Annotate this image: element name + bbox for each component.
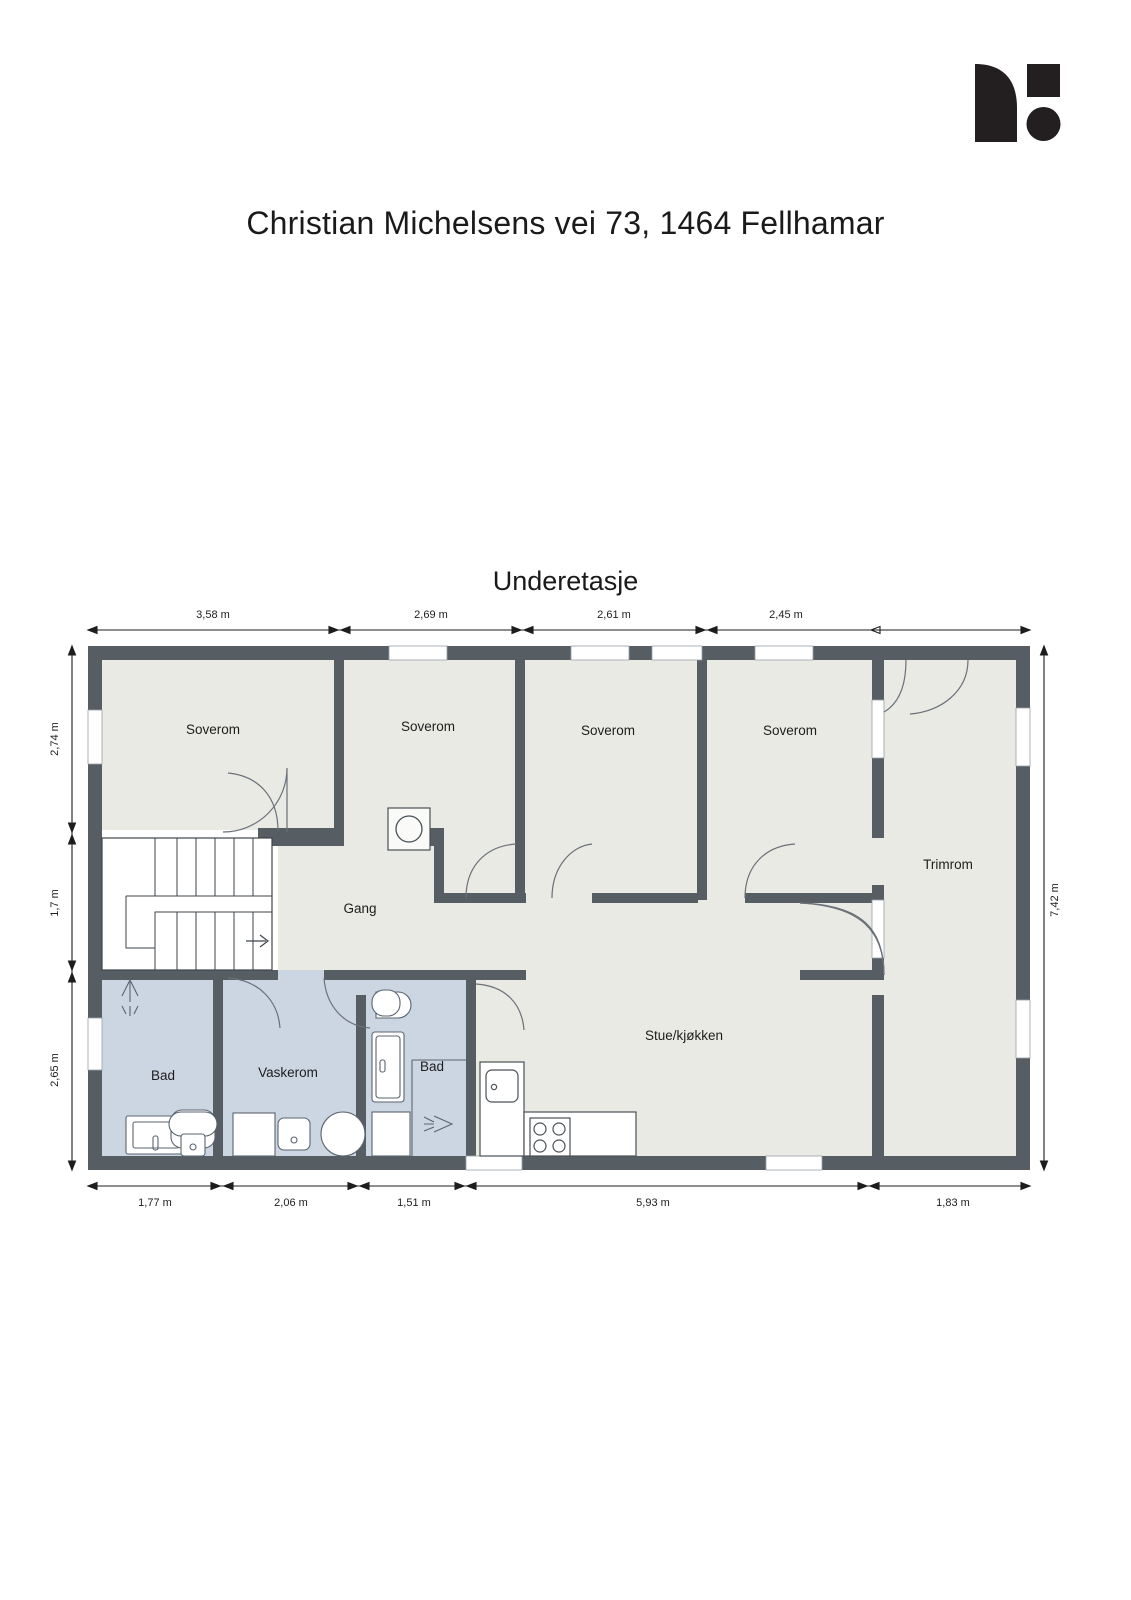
- bathtub: [371, 1031, 405, 1103]
- room-label-bad-1: Bad: [151, 1068, 175, 1083]
- bad1-fixtures: [121, 601, 218, 1157]
- room-label-trimrom: Trimrom: [923, 857, 973, 872]
- stove-four-burner: [529, 1117, 571, 1157]
- dim-top-1: 3,58 m: [196, 609, 230, 621]
- room-label-soverom-2: Soverom: [401, 719, 455, 734]
- dimensions-top: [86, 625, 1032, 635]
- dim-right-1: 7,42 m: [1049, 883, 1061, 917]
- toilet: [168, 1109, 218, 1157]
- dimension-labels-bottom: 1,77 m 2,06 m 1,51 m 5,93 m 1,83 m: [138, 1197, 970, 1209]
- dim-top-2: 2,69 m: [414, 609, 448, 621]
- kitchen-sink: [485, 1069, 519, 1103]
- room-label-bad-2: Bad: [420, 1059, 444, 1074]
- dim-bottom-1: 1,77 m: [138, 1197, 172, 1209]
- dimensions-left: [67, 644, 77, 1172]
- dim-left-3: 2,65 m: [49, 1053, 61, 1087]
- dim-top-3: 2,61 m: [597, 609, 631, 621]
- washing-machine: [232, 1112, 276, 1157]
- cabinet: [371, 1111, 411, 1157]
- doors: [222, 659, 969, 1031]
- staircase: [101, 837, 273, 971]
- dim-bottom-4: 5,93 m: [636, 1197, 670, 1209]
- dimension-labels-left: 2,74 m 1,7 m 2,65 m: [49, 722, 61, 1087]
- stair-direction-arrow: [246, 934, 269, 948]
- water-heater-circle: [387, 807, 431, 851]
- vaskerom-fixtures: [232, 1111, 366, 1157]
- room-label-vaskerom: Vaskerom: [258, 1065, 318, 1080]
- page-title: Christian Michelsens vei 73, 1464 Fellha…: [246, 205, 885, 241]
- dimension-labels-top: 3,58 m 2,69 m 2,61 m 2,45 m: [196, 609, 803, 621]
- windows: [87, 645, 1031, 1171]
- bad2-fixtures: [371, 989, 466, 1157]
- room-label-soverom-1: Soverom: [186, 722, 240, 737]
- dim-left-2: 1,7 m: [49, 889, 61, 917]
- dim-bottom-2: 2,06 m: [274, 1197, 308, 1209]
- floorplan-drawing: 3,58 m 2,69 m 2,61 m 2,45 m 2,74 m 1,7 m…: [49, 601, 1061, 1209]
- floor-label: Underetasje: [492, 566, 639, 596]
- room-label-soverom-3: Soverom: [581, 723, 635, 738]
- dimensions-right: [1039, 644, 1049, 1172]
- dim-top-4: 2,45 m: [769, 609, 803, 621]
- dim-bottom-5: 1,83 m: [936, 1197, 970, 1209]
- dim-bottom-3: 1,51 m: [397, 1197, 431, 1209]
- dimensions-bottom: [86, 1181, 1032, 1191]
- room-label-soverom-4: Soverom: [763, 723, 817, 738]
- shower-symbol-2: [423, 1115, 454, 1133]
- shower-symbol: [121, 978, 139, 1016]
- room-labels: Soverom Soverom Soverom Soverom Trimrom …: [151, 719, 973, 1083]
- dim-left-1: 2,74 m: [49, 722, 61, 756]
- company-logo: [975, 64, 1061, 142]
- round-basin: [320, 1111, 366, 1157]
- room-label-stue-kjokken: Stue/kjøkken: [645, 1028, 723, 1043]
- basin-square: [277, 1117, 311, 1151]
- toilet: [371, 989, 412, 1019]
- room-label-gang: Gang: [343, 901, 376, 916]
- kitchen-fixtures: [479, 1061, 637, 1157]
